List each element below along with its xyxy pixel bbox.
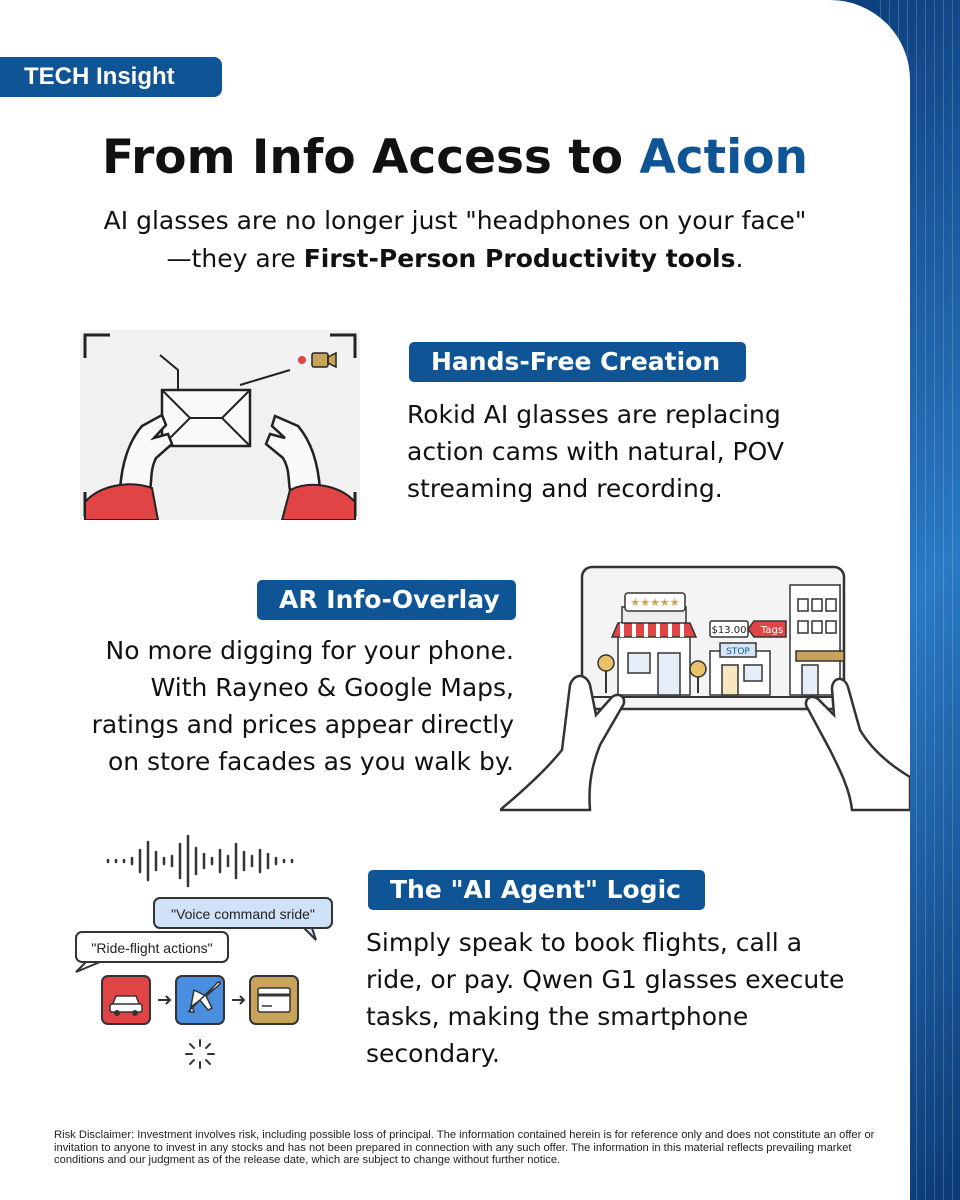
right-hand-tablet [804,677,910,812]
subtitle-period: . [735,244,744,273]
left-hand [118,413,174,492]
section-ar-overlay-body: No more digging for your phone. With Ray… [30,632,514,780]
storefront-left [610,606,698,696]
body-line: Simply speak to book flights, call a [366,928,803,957]
airplane-icon [175,975,225,1025]
subtitle: AI glasses are no longer just "headphone… [0,202,910,278]
risk-disclaimer: Risk Disclaimer: Investment involves ris… [54,1129,875,1166]
body-line: action cams with natural, POV [407,437,784,466]
body-line: Rokid AI glasses are replacing [407,400,781,429]
tech-insight-tag: TECH Insight [0,57,222,97]
body-line: streaming and recording. [407,474,723,503]
loading-spinner-icon [185,1039,215,1069]
hands-free-illustration [80,330,360,520]
card-icon [249,975,299,1025]
price-label: $13.00 [712,625,747,636]
bubble-voice-text: "Voice command sride" [171,906,315,922]
body-line: tasks, making the smartphone [366,1002,749,1031]
content-card: TECH Insight From Info Access to Action … [0,0,910,1200]
subtitle-bold: First-Person Productivity tools [303,244,736,273]
video-record-icon [298,351,337,369]
building-right [789,584,845,696]
bubble-ride-text: "Ride-flight actions" [91,940,212,956]
stop-sign-label: STOP [726,647,750,657]
body-line: on store facades as you walk by. [107,747,514,776]
body-line: ride, or pay. Qwen G1 glasses execute [366,965,845,994]
left-hand-tablet [500,674,626,812]
speech-bubble-ride: "Ride-flight actions" [75,931,229,973]
speech-bubble-voice: "Voice command sride" [153,897,333,941]
ai-agent-illustration: "Voice command sride" "Ride-flight actio… [75,834,333,1069]
title-accent: Action [639,130,808,185]
body-line: ratings and prices appear directly [91,710,514,739]
subtitle-line-2: —they are First-Person Productivity tool… [0,240,910,278]
body-line: secondary. [366,1039,500,1068]
storefront-middle: STOP $13.00 Tags [709,620,787,696]
section-ar-overlay-heading: AR Info-Overlay [257,580,516,620]
tags-label: Tags [760,625,783,636]
title-main: From Info Access to [102,130,640,185]
rating-bubble: ★★★★★ [624,592,686,612]
section-ai-agent-body: Simply speak to book flights, call a rid… [366,924,886,1072]
ar-overlay-illustration: ★★★★★ STOP $13.00 Tags [500,565,910,812]
subtitle-line-1: AI glasses are no longer just "headphone… [103,206,807,235]
sound-wave-icon [106,834,294,888]
subtitle-dash: —they are [166,244,304,273]
page-title: From Info Access to Action [0,130,910,185]
svg-text:★★★★★: ★★★★★ [630,596,679,609]
car-icon [101,975,151,1025]
right-hand [264,414,322,492]
body-line: No more digging for your phone. [105,636,514,665]
section-hands-free-body: Rokid AI glasses are replacing action ca… [407,396,867,507]
section-hands-free-heading: Hands-Free Creation [409,342,746,382]
section-ai-agent-heading: The "AI Agent" Logic [368,870,705,910]
body-line: With Rayneo & Google Maps, [150,673,514,702]
